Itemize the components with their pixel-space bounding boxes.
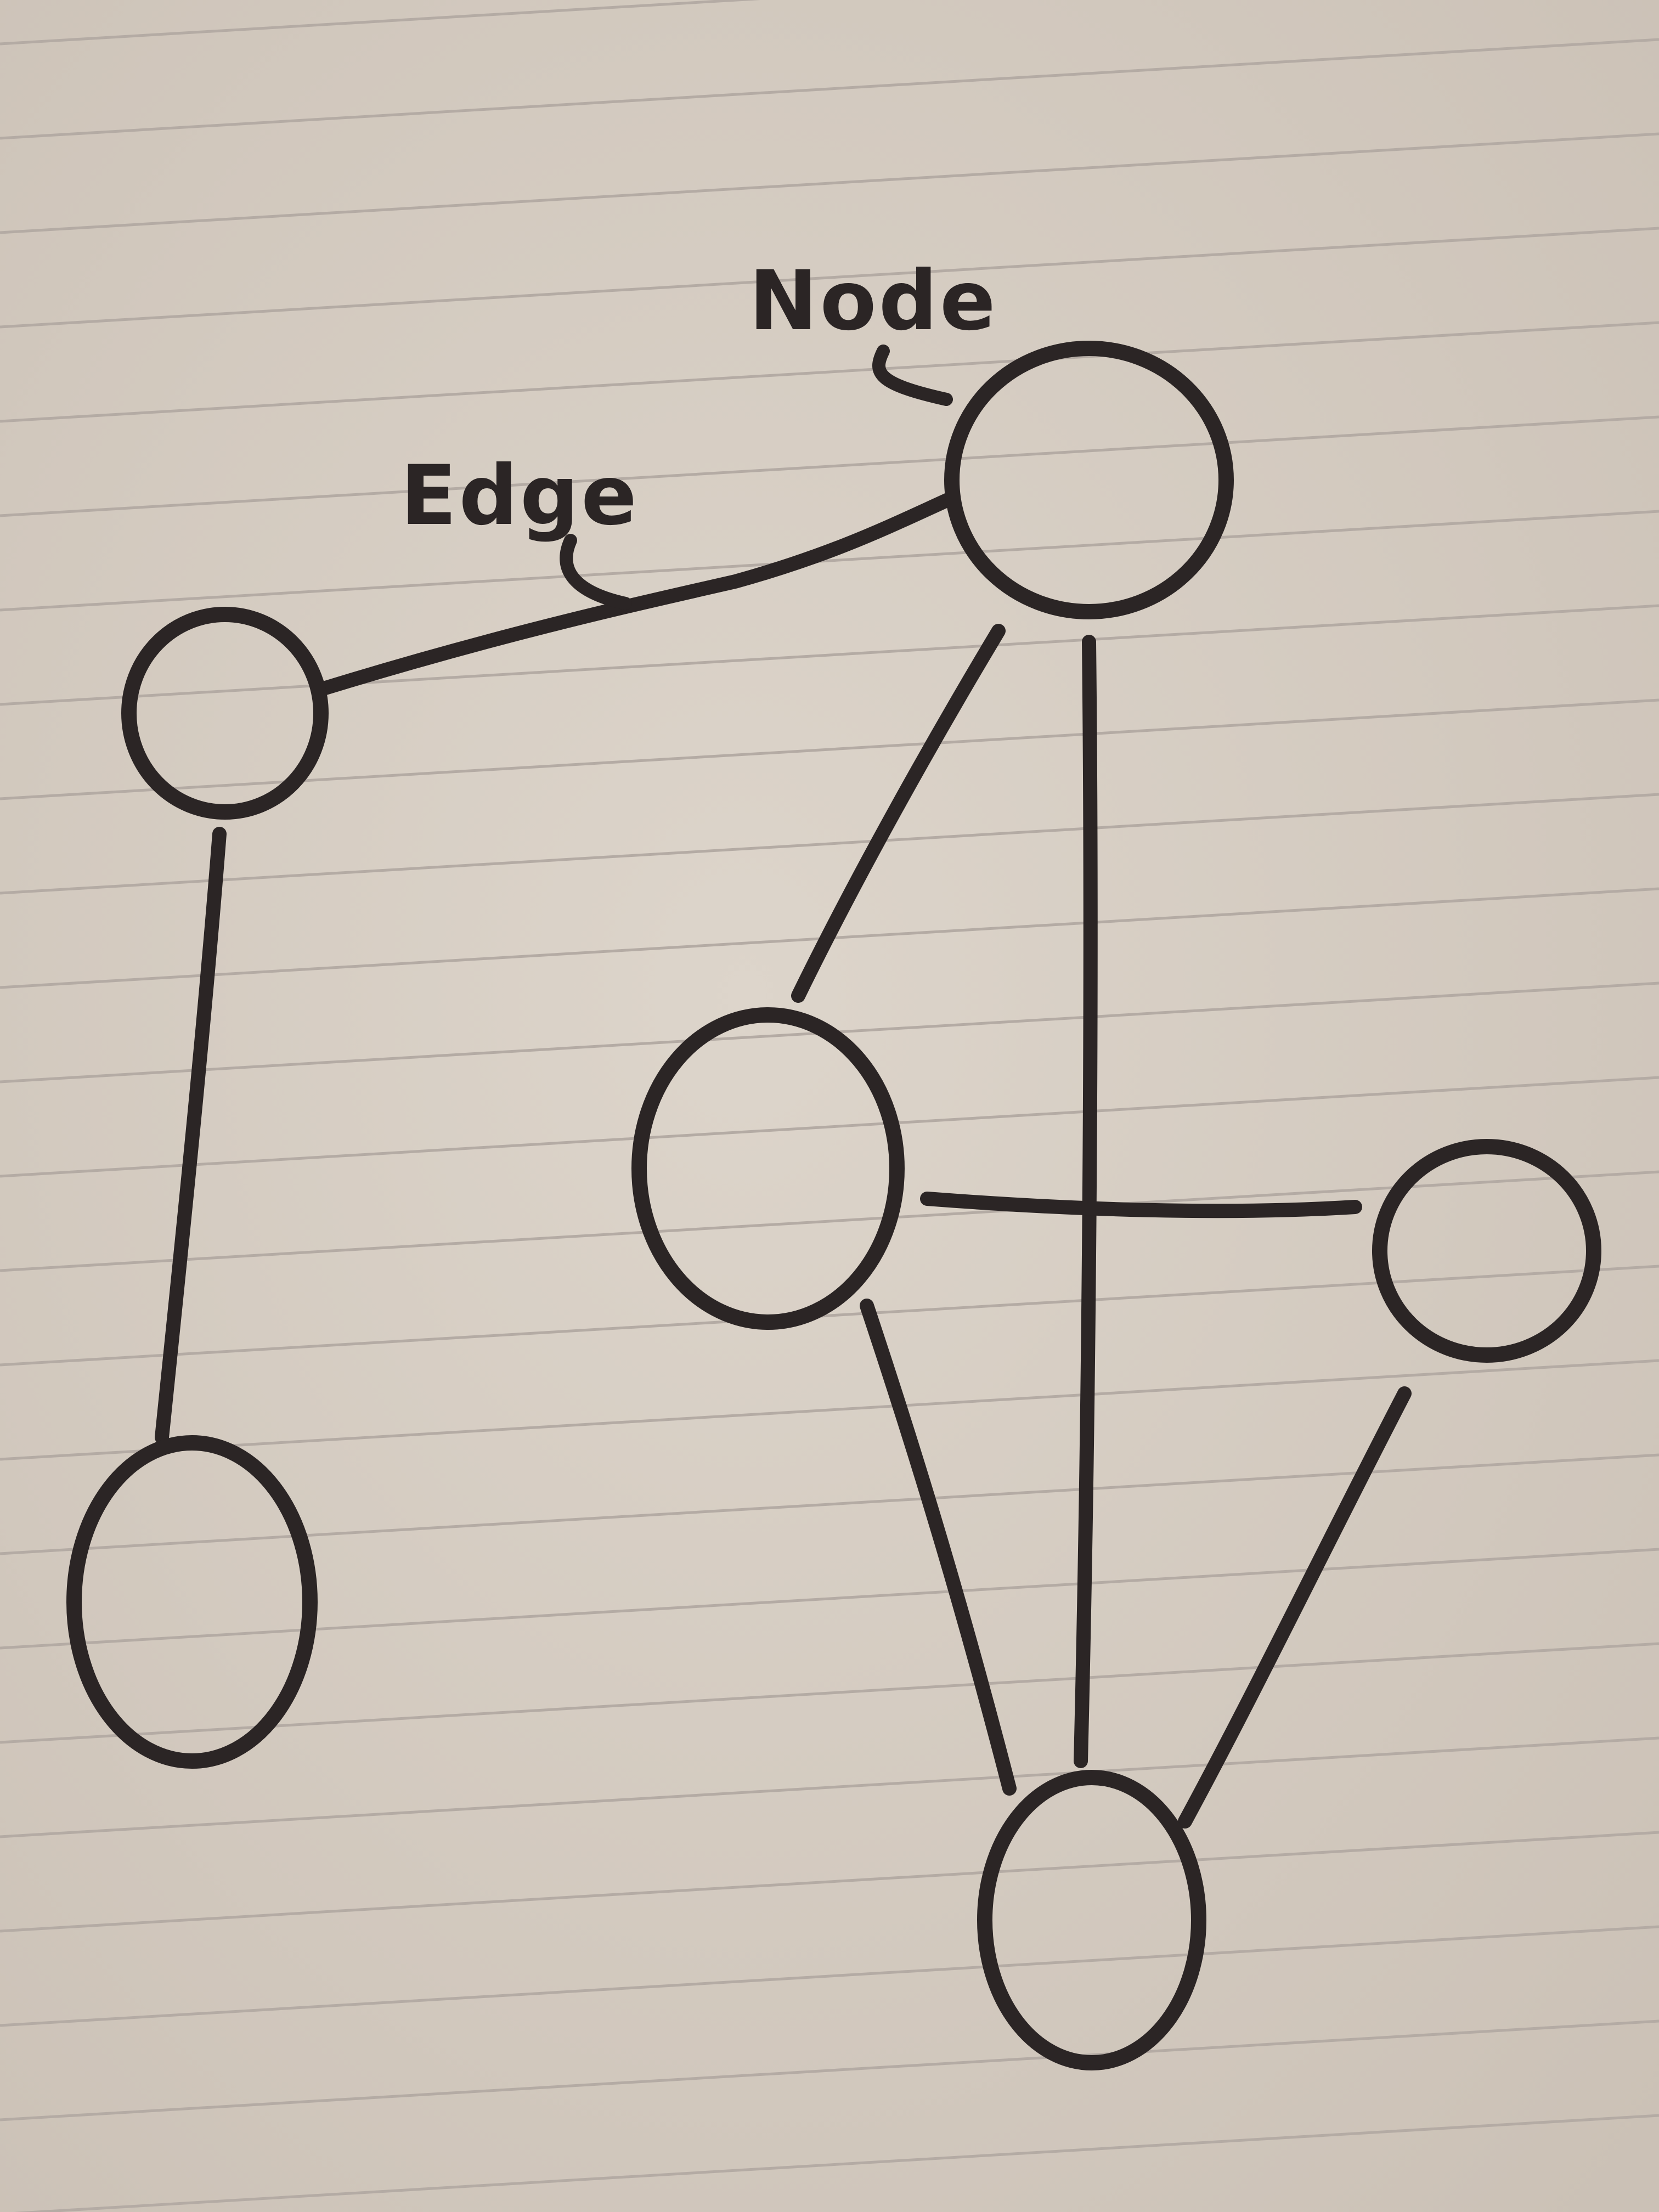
ruled-line	[0, 415, 1659, 517]
ruled-line	[0, 132, 1659, 234]
ruled-line	[0, 1453, 1659, 1555]
ruled-line	[0, 38, 1659, 140]
edge-top-to-middle	[791, 624, 1006, 1003]
node-middle	[631, 1007, 905, 1330]
edge-label: Edge	[400, 448, 639, 544]
ruled-line	[0, 2019, 1659, 2121]
ruled-line	[0, 1076, 1659, 1178]
node-label: Node	[749, 253, 998, 349]
ruled-line	[0, 1170, 1659, 1272]
ruled-line	[0, 1548, 1659, 1650]
ruled-line	[0, 321, 1659, 423]
ruled-line	[0, 0, 761, 46]
ruled-line	[0, 1359, 1659, 1461]
node-left-upper	[121, 607, 329, 820]
ruled-line	[0, 510, 1659, 612]
graph-edges	[155, 492, 1412, 1829]
edge-label-pointer	[560, 534, 632, 610]
ruled-line	[0, 698, 1659, 800]
ruled-line	[0, 793, 1659, 895]
edge-middle-to-bottom	[860, 1299, 1017, 1796]
ruled-line	[0, 1642, 1659, 1744]
ruled-line	[0, 1831, 1659, 1933]
ruled-line	[0, 1925, 1659, 2027]
edge-middle-to-right	[920, 1192, 1362, 1218]
edge-left-upper-to-top	[317, 492, 956, 696]
ruled-line	[0, 1736, 1659, 1838]
graph-nodes	[66, 341, 1601, 2070]
edge-left-upper-to-left-lower	[155, 827, 227, 1444]
annotations: Node Edge	[400, 253, 998, 610]
ruled-line	[0, 227, 1659, 329]
node-bottom	[977, 1770, 1206, 2070]
node-top	[944, 341, 1234, 619]
ruled-line	[0, 604, 1659, 706]
ruled-line	[14, 2114, 1659, 2212]
edge-right-to-bottom	[1178, 1386, 1412, 1829]
node-right	[1372, 1139, 1601, 1363]
node-label-pointer	[872, 345, 953, 406]
node-left-lower	[66, 1435, 318, 1769]
